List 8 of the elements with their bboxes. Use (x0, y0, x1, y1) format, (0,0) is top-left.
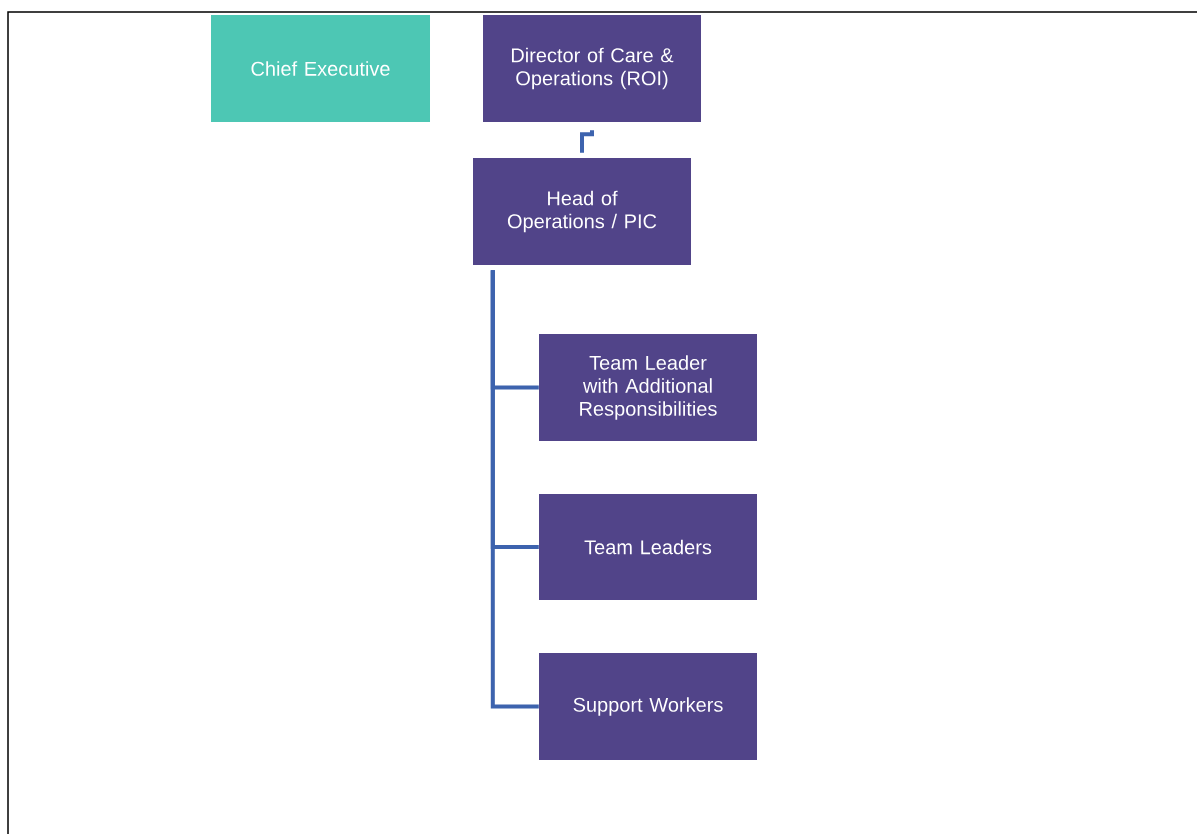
org-box: Chief Executive (211, 15, 430, 122)
org-box: Team Leaders (539, 494, 757, 600)
org-box: Head of Operations / PIC (473, 158, 691, 265)
org-box: Support Workers (539, 653, 757, 760)
connector-line (580, 130, 594, 153)
org-box: Team Leader with Additional Responsibilities (539, 334, 757, 441)
connector-line (490, 270, 539, 709)
org-box: Director of Care & Operations (ROI) (483, 15, 701, 122)
